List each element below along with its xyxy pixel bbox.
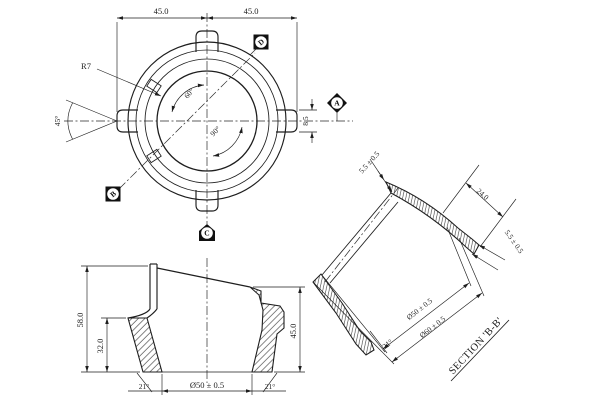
draft-right-label: 21° <box>265 382 276 391</box>
outer-profile-circle <box>127 41 287 201</box>
dim-angle-upper: 60° <box>171 83 205 113</box>
datum-c-letter: C <box>204 229 209 238</box>
top-view: 45.0 45.0 8.5 R7 45° 60° <box>53 6 353 241</box>
dim-height-total: 58.0 <box>75 265 148 373</box>
dim-height-total-label: 58.0 <box>75 313 85 328</box>
angle-upper-label: 60° <box>182 86 196 100</box>
section-line-bb <box>118 52 256 190</box>
datum-d-letter: D <box>256 37 266 48</box>
dim-width-left-label: 45.0 <box>154 6 169 16</box>
cone-edge-outer <box>321 192 392 276</box>
dim-tip-angle: 45° <box>53 99 118 143</box>
dim-draft-right: 21° <box>252 372 286 393</box>
dim-lug-width-label: 8.5 <box>301 116 310 126</box>
dim-draft-left: 21° <box>128 372 162 393</box>
datum-target-a: A <box>327 93 347 121</box>
dim-height-cavity-label: 32.0 <box>95 339 105 354</box>
section-axis <box>324 187 399 283</box>
dim-bore-section-label: Ø50 ± 0.5 <box>405 296 435 322</box>
notch-lower-left <box>146 148 162 164</box>
dim-bore-front-label: Ø50 ± 0.5 <box>190 380 224 390</box>
dim-fillet-radius: R7 <box>81 61 162 97</box>
lug-south <box>195 190 219 212</box>
dim-wall-upper: 5.5 ± 0.5 <box>357 149 393 193</box>
dim-height-cavity: 32.0 <box>95 317 126 372</box>
dim-wall-lower-label: 5.5 ± 0.5 <box>503 228 526 255</box>
rim-circle <box>135 49 279 193</box>
dim-lug-width: 8.5 <box>299 99 317 143</box>
lug-north <box>195 30 219 52</box>
dim-width-right-label: 45.0 <box>244 6 259 16</box>
datum-target-d: D <box>249 34 269 56</box>
section-title: SECTION 'B-B' <box>447 316 510 382</box>
dim-height-right-label: 45.0 <box>288 324 298 339</box>
left-wall-section <box>127 317 163 373</box>
dim-angle-lower: 90° <box>208 124 243 157</box>
datum-a-letter: A <box>334 99 340 108</box>
section-title-label: SECTION 'B-B' <box>447 316 505 377</box>
fillet-radius-label: R7 <box>81 61 91 71</box>
draft-left-label: 21° <box>139 382 150 391</box>
dim-bore-section: Ø50 ± 0.5 <box>320 226 472 353</box>
bore-circle <box>156 70 258 172</box>
upper-wall-section <box>384 181 480 255</box>
datum-target-c: C <box>199 224 215 241</box>
dim-wall-lower: 5.5 ± 0.5 <box>471 228 526 271</box>
notch-upper-left <box>146 78 162 94</box>
dim-outer-section-label: Ø60 ± 0.5 <box>418 314 448 340</box>
front-view: 58.0 32.0 45.0 Ø50 ± 0.5 21° <box>75 258 305 395</box>
dim-top-width: 45.0 45.0 <box>116 6 298 112</box>
dim-lug-length-label: 24.0 <box>475 186 491 202</box>
right-wall-section <box>249 286 285 373</box>
dim-height-right: 45.0 <box>253 286 305 373</box>
front-outline <box>127 263 272 373</box>
lug-east <box>276 109 298 133</box>
lower-wall-section <box>312 273 375 356</box>
inner-profile-circle <box>144 58 270 184</box>
angle-lower-label: 90° <box>208 124 222 138</box>
dim-bore-front: Ø50 ± 0.5 <box>161 374 253 395</box>
section-bb-view: 5.5 ± 0.5 24.0 5.5 ± 0.5 Ø50 ± 0.5 Ø60 ± <box>312 149 526 382</box>
datum-target-b: B <box>105 186 121 202</box>
tip-angle-label: 45° <box>53 116 62 127</box>
cone-edge-inner <box>329 201 399 284</box>
datum-b-letter: B <box>108 189 118 199</box>
